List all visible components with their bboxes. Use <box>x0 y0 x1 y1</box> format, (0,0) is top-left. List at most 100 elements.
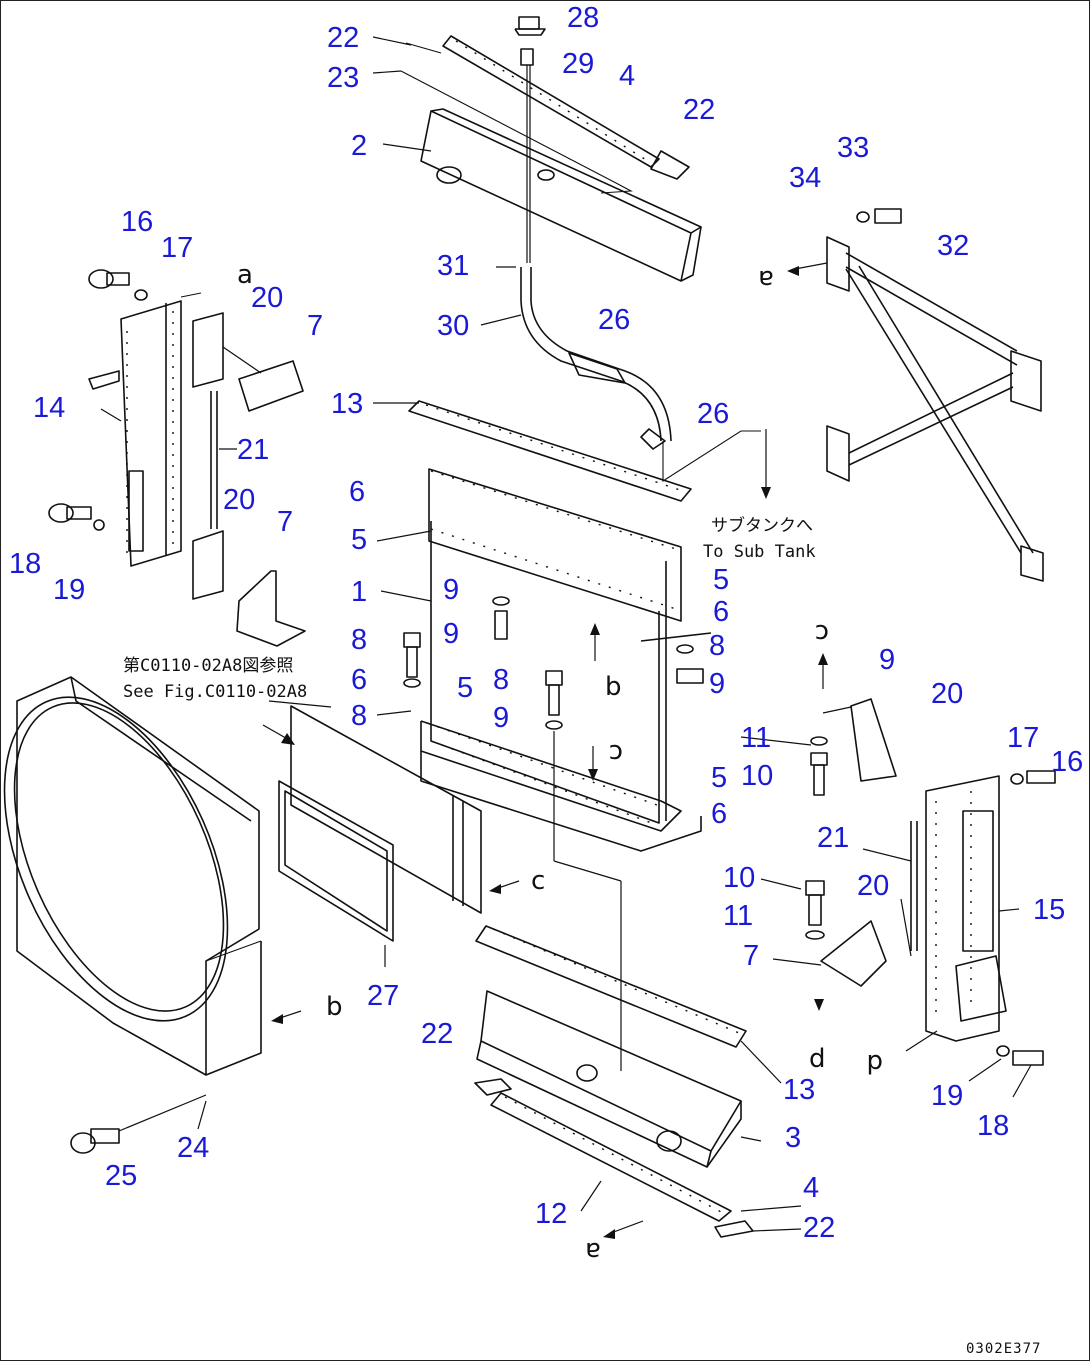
note-reference-jp: 第C0110-02A8図参照 <box>123 656 293 676</box>
callout-label: 28 <box>567 2 599 34</box>
shroud-24 <box>16 676 260 1076</box>
bracket-7-right-upper <box>850 698 897 782</box>
callout-label: 5 <box>351 524 367 556</box>
callout-label: 7 <box>307 310 323 342</box>
callout-labels: 28 22 29 23 4 22 2 33 34 32 16 17 31 20 … <box>9 2 1083 1244</box>
connector-mark: a <box>237 260 253 290</box>
right-side-support <box>805 653 1056 1066</box>
callout-label: 8 <box>351 624 367 656</box>
callout-label: 20 <box>223 484 255 516</box>
seal-strip-top <box>400 70 633 194</box>
callout-label: 2 <box>351 130 367 162</box>
oil-cooler <box>262 705 520 942</box>
callout-label: 21 <box>817 822 849 854</box>
plate-20-upper-left <box>192 312 224 388</box>
plate-22-top <box>650 150 690 180</box>
callout-label: 4 <box>803 1172 819 1204</box>
callout-label: 8 <box>351 700 367 732</box>
top-tank-group <box>400 16 702 282</box>
callout-label: 23 <box>327 62 359 94</box>
support-14 <box>120 300 182 567</box>
callout-label: 13 <box>331 388 363 420</box>
connector-mark: b <box>326 992 343 1022</box>
connector-mark: c <box>815 618 829 648</box>
callout-label: 6 <box>349 476 365 508</box>
callout-label: 33 <box>837 132 869 164</box>
seal-strip-lower <box>490 1092 732 1222</box>
callout-label: 19 <box>53 574 85 606</box>
callout-label: 8 <box>493 664 509 696</box>
callout-label: 18 <box>9 548 41 580</box>
bracket-7-lower-left <box>236 570 306 647</box>
callout-label: 22 <box>327 22 359 54</box>
plate-22-lower <box>474 1078 512 1096</box>
radiator-cap <box>514 28 546 36</box>
callout-label: 22 <box>803 1212 835 1244</box>
callout-label: 27 <box>367 980 399 1012</box>
drawing-code: 0302E377 <box>966 1341 1041 1357</box>
bolt-18-left <box>48 503 74 523</box>
callout-label: 26 <box>697 398 729 430</box>
callout-label: 6 <box>711 798 727 830</box>
frame-cooler <box>290 705 482 914</box>
lower-tank <box>480 990 742 1152</box>
connector-mark: d <box>809 1044 826 1074</box>
callout-label: 9 <box>709 668 725 700</box>
callout-label: 19 <box>931 1080 963 1112</box>
callout-label: 34 <box>789 162 821 194</box>
callout-label: 22 <box>683 94 715 126</box>
connector-mark: c <box>531 866 545 896</box>
callout-label: 18 <box>977 1110 1009 1142</box>
callout-label: 17 <box>161 232 193 264</box>
note-sub-tank-jp: サブタンクへ <box>711 515 813 536</box>
connector-mark: c <box>609 738 623 768</box>
callout-label: 15 <box>1033 894 1065 926</box>
bracket-7-right-lower <box>820 920 887 987</box>
callout-label: 24 <box>177 1132 209 1164</box>
note-sub-tank-en: To Sub Tank <box>703 542 816 562</box>
callout-label: 5 <box>711 762 727 794</box>
callout-label: 7 <box>277 506 293 538</box>
callout-label: 17 <box>1007 722 1039 754</box>
callout-label: 5 <box>457 672 473 704</box>
callout-label: 30 <box>437 310 469 342</box>
gasket-13-upper <box>408 400 692 502</box>
support-15 <box>925 775 1000 1042</box>
bolts-core <box>403 596 704 1071</box>
filler-neck <box>520 48 534 66</box>
callout-label: 16 <box>1051 746 1083 778</box>
fan-shroud <box>3 676 302 1154</box>
note-reference-en: See Fig.C0110-02A8 <box>123 682 307 702</box>
callout-label: 13 <box>783 1074 815 1106</box>
callout-label: 11 <box>741 722 771 754</box>
overflow-hose <box>520 267 771 499</box>
callout-label: 11 <box>723 900 753 932</box>
plate-20-lower-left <box>192 530 224 600</box>
bracket-7-upper-left <box>238 360 304 412</box>
callout-label: 5 <box>713 564 729 596</box>
callout-label: 6 <box>351 664 367 696</box>
callout-label: 14 <box>33 392 65 424</box>
connector-mark: d <box>866 1048 883 1078</box>
callout-label: 1 <box>351 576 367 608</box>
callout-label: 10 <box>723 862 755 894</box>
gasket-13-lower <box>475 925 747 1048</box>
callout-label: 3 <box>785 1122 801 1154</box>
connector-mark: a <box>585 1236 601 1266</box>
callout-label: 26 <box>598 304 630 336</box>
callout-label: 9 <box>443 618 459 650</box>
cooler-27 <box>278 780 394 942</box>
connector-mark: b <box>605 672 622 702</box>
callout-label: 6 <box>713 596 729 628</box>
leader-lines <box>100 36 1032 1232</box>
callout-label: 20 <box>857 870 889 902</box>
callout-label: 16 <box>121 206 153 238</box>
callout-label: 20 <box>931 678 963 710</box>
gasket-top <box>442 35 660 168</box>
radiator-core <box>408 400 712 852</box>
left-side-support <box>48 269 306 647</box>
callout-label: 20 <box>251 282 283 314</box>
callout-label: 4 <box>619 60 635 92</box>
callout-label: 9 <box>443 574 459 606</box>
